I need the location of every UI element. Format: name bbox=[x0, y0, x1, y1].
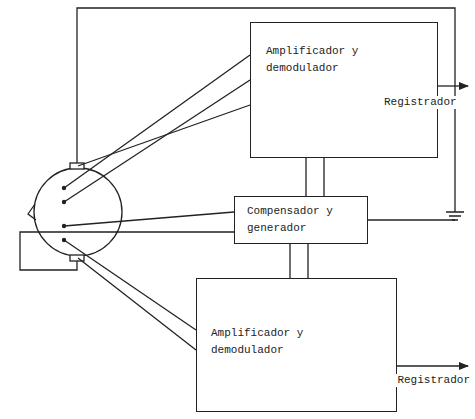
lead-wire bbox=[20, 232, 234, 270]
head-outline bbox=[34, 168, 122, 256]
lead-wire bbox=[64, 240, 196, 330]
process-box: Amplificador y demodulador bbox=[250, 22, 438, 158]
process-box: Amplificador y demodulador bbox=[196, 278, 397, 412]
output-arrow bbox=[438, 85, 468, 86]
lead-wire bbox=[64, 55, 250, 188]
output-label: Registrador bbox=[383, 96, 458, 109]
output-label: Registrador bbox=[396, 374, 471, 387]
bus-connector bbox=[306, 158, 324, 196]
nose bbox=[28, 204, 36, 220]
bus-connector bbox=[290, 244, 308, 278]
process-box: Compensador y generador bbox=[234, 196, 368, 244]
lead-wire bbox=[64, 80, 250, 202]
box-label: Amplificador y demodulador bbox=[266, 43, 378, 77]
output-arrow bbox=[397, 365, 468, 366]
electrode bbox=[70, 255, 84, 261]
ground-wire bbox=[77, 8, 455, 212]
ground-symbol bbox=[446, 212, 464, 220]
lead-wire bbox=[64, 212, 234, 226]
box-label: Compensador y generador bbox=[247, 203, 352, 237]
electrode bbox=[70, 163, 84, 169]
box-label: Amplificador y demodulador bbox=[211, 325, 323, 359]
lead-wire bbox=[78, 105, 250, 166]
ground-wire bbox=[368, 219, 455, 220]
lead-wire bbox=[78, 258, 196, 350]
